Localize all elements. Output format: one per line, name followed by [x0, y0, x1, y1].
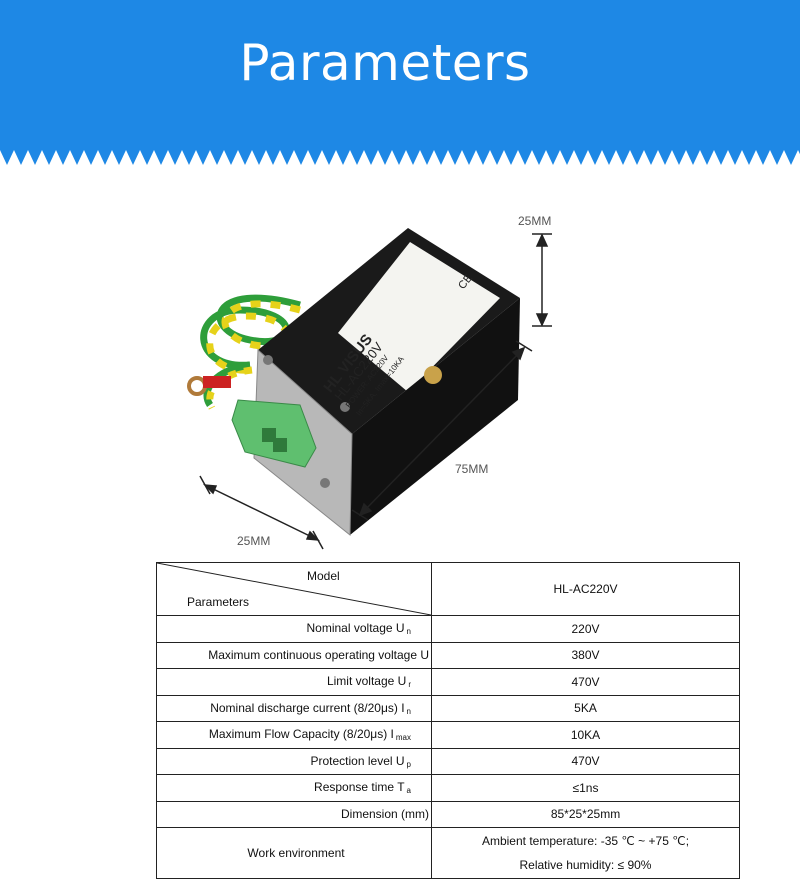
env-label-cell: Work environment [156, 827, 432, 879]
row-value-cell: 220V [431, 615, 740, 643]
row-label: Nominal voltage U [306, 621, 405, 636]
model-value-cell: HL-AC220V [431, 562, 740, 616]
table-row-environment: Work environment Ambient temperature: -3… [156, 827, 740, 879]
table-row: Dimension (mm)85*25*25mm [156, 800, 740, 828]
row-value-cell: 5KA [431, 694, 740, 722]
row-label-cell: Dimension (mm) [156, 800, 432, 828]
dimension-width-label: 25MM [237, 534, 271, 548]
row-value-cell: 470V [431, 747, 740, 775]
row-label: Maximum Flow Capacity (8/20μs) I [208, 727, 394, 742]
row-label: Limit voltage U [326, 674, 407, 689]
header-diagonal-cell: Model Parameters [156, 562, 432, 616]
row-label-subscript: r [408, 680, 411, 690]
row-value-cell: 470V [431, 668, 740, 696]
env-temperature: Ambient temperature: -35 ℃ ~ +75 ℃; [481, 834, 690, 848]
spec-table: Model Parameters HL-AC220V Nominal volta… [156, 562, 740, 879]
diagonal-line [157, 563, 431, 615]
product-figure: HL VISUS HL-AC220V POWER: AC220V In=5KA,… [0, 190, 800, 560]
row-label-subscript: max [395, 733, 411, 743]
header-banner: Parameters [0, 0, 800, 190]
row-label: Protection level U [310, 753, 405, 768]
row-value-cell: 85*25*25mm [431, 800, 740, 828]
row-label-subscript: n [406, 706, 411, 716]
row-label: Nominal discharge current (8/20μs) I [210, 700, 405, 715]
surge-protector-illustration [187, 228, 552, 550]
banner-background [0, 0, 800, 165]
row-label: Maximum continuous operating voltage U [208, 647, 429, 662]
row-value-cell: 10KA [431, 721, 740, 749]
row-label: Dimension (mm) [340, 806, 429, 821]
dimension-height-label: 25MM [518, 214, 552, 228]
env-value-cell: Ambient temperature: -35 ℃ ~ +75 ℃; Rela… [431, 827, 740, 879]
ring-terminal [187, 376, 231, 396]
row-value-cell: ≤1ns [431, 774, 740, 802]
row-label-cell: Maximum continuous operating voltage U [156, 641, 432, 669]
row-label-subscript: n [406, 627, 411, 637]
header-params-label: Parameters [187, 595, 250, 609]
header-model-label: Model [307, 569, 340, 583]
row-label-subscript: p [406, 759, 411, 769]
row-value-cell: 380V [431, 641, 740, 669]
dimension-length-label: 75MM [455, 462, 489, 476]
table-header-row: Model Parameters HL-AC220V [156, 562, 740, 616]
row-label-subscript: a [406, 786, 411, 796]
page-title: Parameters [239, 34, 531, 92]
row-label: Response time T [314, 780, 405, 795]
env-humidity: Relative humidity: ≤ 90% [519, 858, 652, 872]
